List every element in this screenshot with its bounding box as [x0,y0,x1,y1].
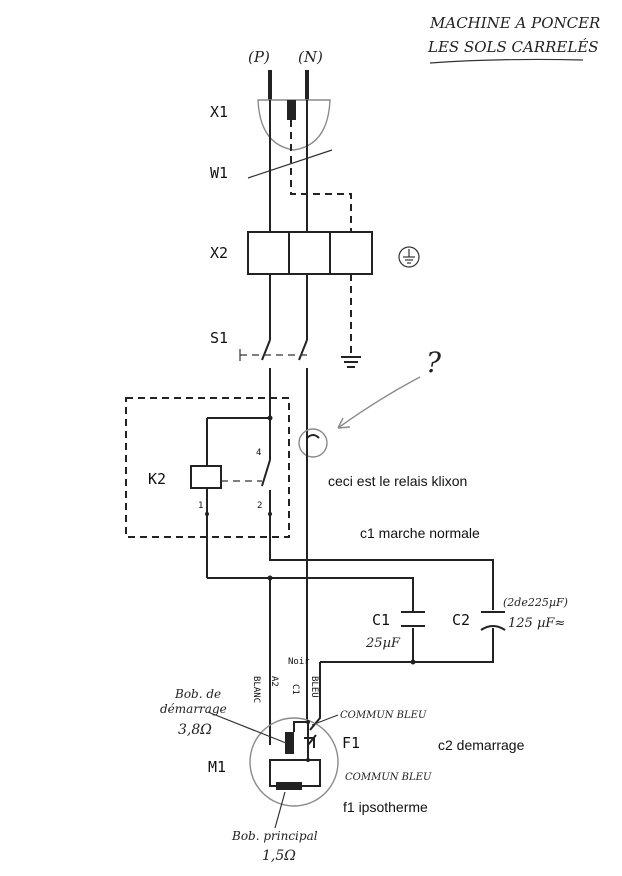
pin-1: 1 [198,501,203,511]
pointer-arrow [337,376,421,429]
wire-label-a2: A2 [269,676,279,687]
switch-s1 [239,339,310,378]
c2-note-right: c2 demarrage [438,737,525,753]
commun-label: COMMUN BLEU [340,710,427,721]
main-coil [276,782,302,790]
wire-label-bleu: BLEU [309,676,319,698]
label-x2: X2 [210,244,228,262]
start-coil-label-2: démarrage [160,702,227,716]
label-c2: C2 [452,611,470,629]
start-coil [285,732,294,754]
c2-note: (2de225µF) [503,596,568,609]
plug-pin-phase [268,70,272,100]
title-underline [429,58,584,64]
pin-2: 2 [257,501,262,511]
lead-bleu [309,662,321,731]
main-coil-res: 1,5Ω [262,848,296,864]
plug-pin-neutral [305,70,309,100]
plug-x1 [257,70,331,151]
commun-pointer [311,714,339,726]
plug-earth [287,100,296,120]
label-m1: M1 [208,758,226,776]
relay-k2 [125,397,290,578]
neutral-label: (N) [298,48,323,66]
capacitor-c1 [401,611,425,627]
start-coil-res: 3,8Ω [178,722,212,738]
capacitor-common-wire [320,628,494,663]
capacitor-c2 [480,611,506,631]
c1-note: c1 marche normale [360,525,480,541]
main-coil-label: Bob. principal [231,829,318,843]
wire-label-c1: C1 [290,684,300,695]
label-x1: X1 [210,103,228,121]
f1-note: f1 ipsotherme [343,799,428,815]
start-coil-label-1: Bob. de [174,687,221,701]
earth-icon [398,246,420,268]
phase-label: (P) [248,48,270,66]
wire-label-noir: Noir [288,657,310,667]
terminal-block-x2 [247,231,373,275]
commun-ghost: COMMUN BLEU [345,772,432,783]
label-s1: S1 [210,329,228,347]
motor-m1 [249,717,339,807]
main-coil-pointer [274,791,286,829]
title-line-2: LES SOLS CARRELÉS [427,38,599,56]
plug-body [257,99,331,151]
c1-value: 25µF [365,636,401,651]
label-c1: C1 [372,611,390,629]
label-k2: K2 [148,470,166,488]
label-w1: W1 [210,164,228,182]
ground-icon [341,356,361,368]
klixon-relay [298,428,328,462]
cable-marker [247,149,333,179]
earth-wire [290,120,352,356]
wire-label-blanc: BLANC [251,676,261,703]
title-line-1: MACHINE A PONCER [429,14,600,32]
klixon-note: ceci est le relais klixon [328,473,467,489]
c2-value: 125 µF≈ [508,616,565,631]
pin-4: 4 [256,448,261,458]
question-mark: ? [426,346,442,379]
relay-pin2-wire [269,545,494,610]
label-f1: F1 [342,734,360,752]
thermal-protector-f1 [304,734,317,748]
relay-pin1-wire [207,577,414,612]
start-coil-pointer [207,711,287,744]
